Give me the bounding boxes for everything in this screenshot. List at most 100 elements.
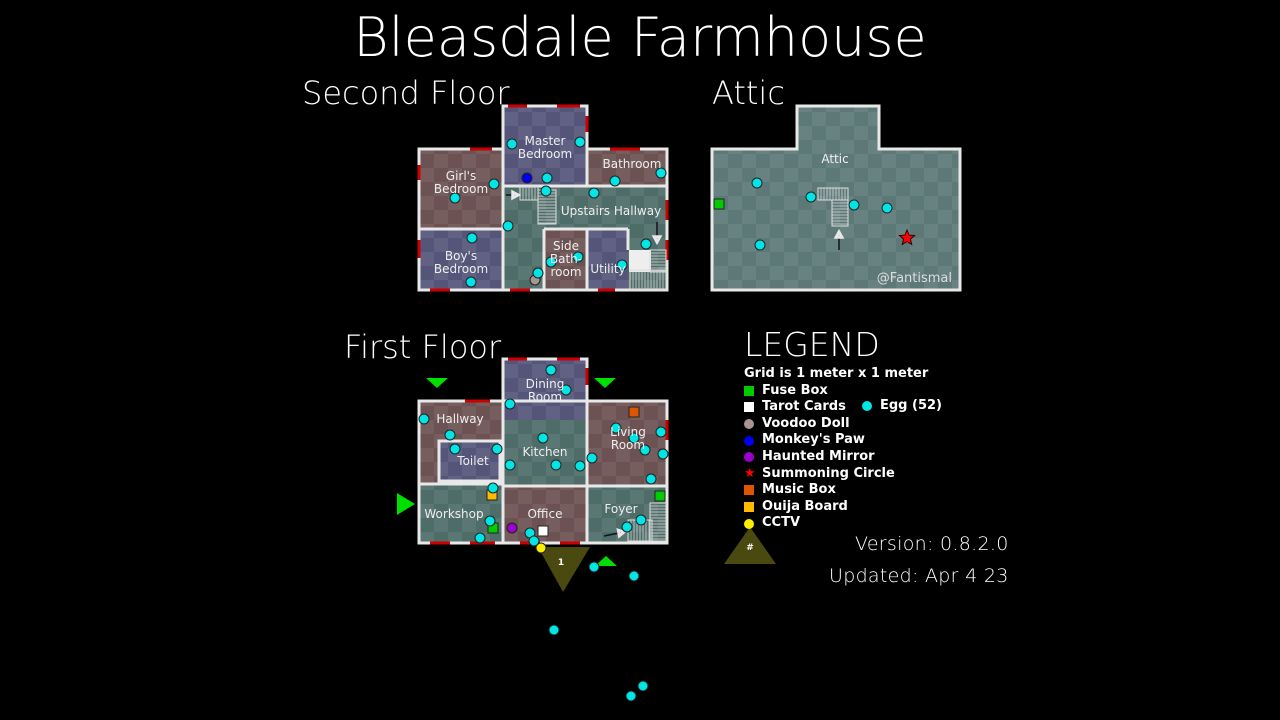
legend-egg: Egg (52)	[862, 398, 942, 413]
room-utility	[587, 229, 628, 290]
egg-marker	[805, 191, 817, 203]
egg-marker	[528, 535, 540, 547]
entrance-icon	[426, 378, 448, 388]
cctv-camera-cone: 1	[538, 547, 590, 592]
stairs	[519, 185, 539, 201]
legend-item-label: Monkey's Paw	[762, 432, 865, 448]
egg-marker	[657, 448, 669, 460]
legend-item-label: Ouija Board	[762, 498, 848, 514]
stairs	[649, 249, 667, 273]
egg-marker	[754, 239, 766, 251]
legend-item: Music Box	[744, 482, 928, 499]
egg-marker	[610, 422, 622, 434]
room-attic-room	[712, 149, 960, 290]
legend-grid-note: Grid is 1 meter x 1 meter	[744, 366, 929, 381]
monkey-s-paw-icon	[744, 435, 754, 446]
egg-marker	[655, 167, 667, 179]
legend-item-label: Haunted Mirror	[762, 448, 875, 464]
artist-credit: @Fantismal	[877, 271, 952, 286]
egg-marker	[848, 199, 860, 211]
room-bathroom	[587, 149, 667, 186]
legend-item: CCTV	[744, 515, 928, 532]
egg-marker	[574, 460, 586, 472]
ouija-board-icon	[744, 502, 754, 513]
room-label: Toilet	[456, 454, 489, 468]
map-title: Bleasdale Farmhouse	[353, 6, 926, 69]
entrance-icon	[397, 493, 415, 515]
room-label: Utility	[590, 262, 625, 276]
attic-heading: Attic	[712, 74, 785, 112]
room-girls-bedroom	[419, 149, 503, 229]
egg-marker	[616, 259, 628, 271]
stair-arrow-icon	[506, 189, 522, 201]
fuse-box-marker	[713, 198, 725, 210]
camera-number: 1	[558, 558, 564, 568]
wall	[419, 482, 667, 488]
cctv-icon	[744, 518, 754, 529]
egg-marker	[572, 251, 584, 263]
legend-item: Ouija Board	[744, 499, 928, 516]
wall	[542, 227, 630, 290]
summoning-circle-icon: ★	[744, 465, 756, 481]
egg-marker	[465, 276, 477, 288]
egg-marker	[484, 515, 496, 527]
legend-item: Haunted Mirror	[744, 449, 928, 466]
legend-item: Tarot Cards	[744, 399, 928, 416]
egg-marker	[545, 256, 557, 268]
egg-marker	[541, 172, 553, 184]
music-box-marker	[628, 406, 640, 418]
egg-marker	[609, 175, 621, 187]
room-master-bedroom	[503, 106, 587, 186]
egg-marker	[639, 444, 651, 456]
tarot-cards-icon	[744, 402, 754, 413]
fuse-box-marker	[654, 490, 666, 502]
camera-symbol: #	[746, 543, 754, 553]
egg-marker	[548, 624, 560, 636]
egg-marker	[560, 384, 572, 396]
legend-item: Voodoo Doll	[744, 416, 928, 433]
egg-marker	[488, 178, 500, 190]
stair-arrow-icon	[603, 528, 628, 539]
egg-marker	[449, 192, 461, 204]
legend-item: Fuse Box	[744, 383, 928, 400]
egg-marker	[625, 690, 637, 702]
landing	[629, 250, 651, 272]
egg-marker	[655, 426, 667, 438]
stairs	[629, 269, 667, 291]
entrance-icon	[594, 378, 616, 388]
legend-camera-cone-icon: #	[724, 527, 776, 564]
legend-item-label: Tarot Cards	[762, 399, 846, 415]
egg-marker	[506, 138, 518, 150]
egg-marker	[635, 514, 647, 526]
egg-marker	[504, 398, 516, 410]
legend-title: LEGEND	[744, 325, 880, 364]
legend-item-label: Voodoo Doll	[762, 415, 850, 431]
stairs	[649, 502, 667, 542]
wall	[710, 104, 962, 292]
room-toilet	[439, 441, 500, 481]
entrance-icon	[595, 556, 617, 566]
room-label: Kitchen	[522, 445, 567, 459]
egg-marker	[532, 267, 544, 279]
legend-item-label: Music Box	[762, 482, 836, 498]
legend-item: Monkey's Paw	[744, 432, 928, 449]
egg-icon	[862, 400, 872, 411]
stair-arrow-icon	[651, 222, 663, 246]
egg-marker	[628, 570, 640, 582]
egg-marker	[628, 432, 640, 444]
egg-marker	[645, 473, 657, 485]
egg-marker	[504, 459, 516, 471]
voodoo-doll-icon	[744, 419, 754, 430]
room-dining-room	[503, 359, 587, 420]
egg-marker	[491, 443, 503, 455]
egg-marker	[751, 177, 763, 189]
music-box-icon	[744, 485, 754, 496]
haunted-mirror-marker	[506, 522, 518, 534]
legend-item: ★Summoning Circle	[744, 466, 928, 483]
egg-marker	[545, 364, 557, 376]
version-text: Version: 0.8.2.0	[855, 533, 1009, 555]
